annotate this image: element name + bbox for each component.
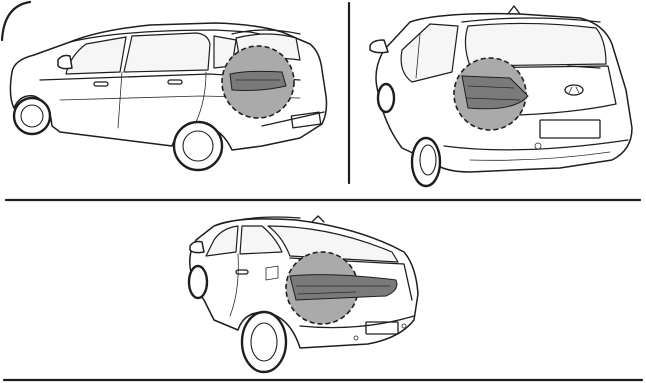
rear-rim [251,323,277,361]
rear-rim [183,131,213,161]
side-mirror [58,56,72,69]
panel-wagon [370,6,632,186]
rear-combination-lamp [290,275,397,300]
rear-rim [420,145,436,175]
roof-antenna [508,6,520,14]
shark-fin-antenna [312,216,324,222]
frame-corner [2,2,30,40]
panel-hatchback [10,23,326,170]
panel-fastback [189,216,418,372]
side-mirror [190,242,204,253]
side-mirror [370,40,388,53]
front-rim [21,105,43,127]
rear-side-window [124,33,210,72]
front-tyre [189,266,207,298]
front-tyre [378,84,394,112]
rear-combination-lamp [230,71,286,90]
